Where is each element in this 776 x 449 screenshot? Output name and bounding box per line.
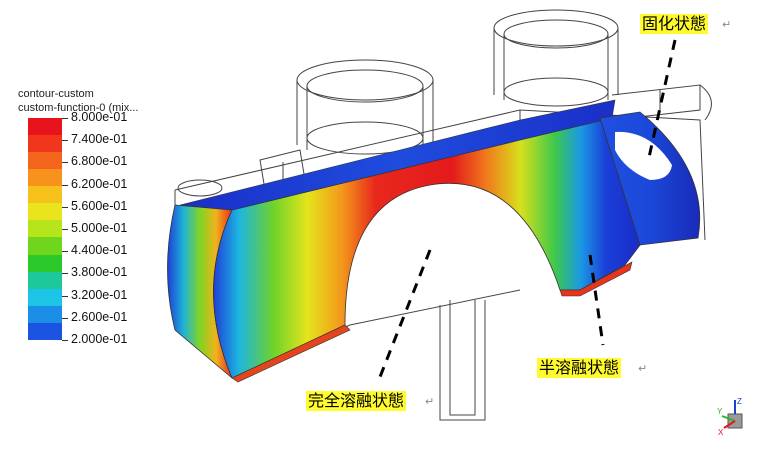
triad-y-axis [721,415,736,422]
legend-tick-mark [62,251,68,253]
legend-tick-mark [62,118,68,119]
legend-tick-label: 7.400e-01 [71,132,128,147]
label-semi-melted: 半溶融状態 [537,358,622,378]
legend-swatch [28,152,62,170]
label-solidified-text: 固化状態 [642,14,707,33]
axis-triad[interactable]: Z Y X [716,396,756,436]
legend-title-line1: contour-custom [18,88,94,100]
legend-tick-label: 4.400e-01 [71,243,128,258]
legend-swatch [28,169,62,187]
solid-void [615,131,672,180]
legend-tick-label: 5.600e-01 [71,198,128,213]
legend-swatch [28,254,62,272]
leader-lines [376,39,677,383]
legend-swatch [28,220,62,238]
return-mark-1: ↵ [722,18,732,31]
legend-tick-mark [62,317,68,319]
triad-z-label: Z [737,397,742,406]
legend-tick-label: 6.200e-01 [71,176,128,191]
legend-tick-label: 6.800e-01 [71,154,128,169]
legend-tick-label: 3.800e-01 [71,265,128,280]
label-fully-melted: 完全溶融状態 [306,391,407,411]
cross-section-face [213,117,641,379]
triad-x-label: X [718,428,724,436]
legend-swatch [28,305,62,323]
bottom-right-strip [559,261,633,297]
legend-title-line2: custom-function-0 (mix... [18,102,139,114]
color-legend-bar [28,118,62,340]
legend-tick-mark [62,206,68,208]
legend-swatch [28,271,62,289]
return-mark-2: ↵ [638,362,648,375]
legend-swatch [28,118,62,136]
bottom-left-strip [231,324,351,383]
legend-swatch [28,322,62,340]
legend-swatch [28,135,62,153]
legend-tick-mark [62,162,68,164]
wireframe-right-riser [493,9,619,107]
legend-tick-label: 3.200e-01 [71,287,128,302]
legend-tick-mark [62,184,68,186]
legend-swatch [28,186,62,204]
label-fully-melted-text: 完全溶融状態 [308,391,405,410]
label-semi-melted-text: 半溶融状態 [539,358,620,377]
legend-tick-label: 8.000e-01 [71,110,128,124]
triad-y-label: Y [717,407,723,416]
triad-x-axis [723,420,736,429]
legend-swatch [28,203,62,221]
legend-tick-label: 5.000e-01 [71,221,128,235]
legend-tick-label: 2.000e-01 [71,332,128,346]
legend-swatch [28,288,62,306]
return-mark-3: ↵ [425,395,435,408]
legend-tick-mark [62,295,68,297]
legend-tick-mark [62,229,68,230]
legend-tick-mark [62,140,68,142]
legend-swatch [28,237,62,255]
legend-tick-label: 2.600e-01 [71,309,128,324]
legend-tick-mark [62,273,68,275]
label-solidified: 固化状態 [640,14,709,34]
legend-tick-mark [62,340,68,341]
